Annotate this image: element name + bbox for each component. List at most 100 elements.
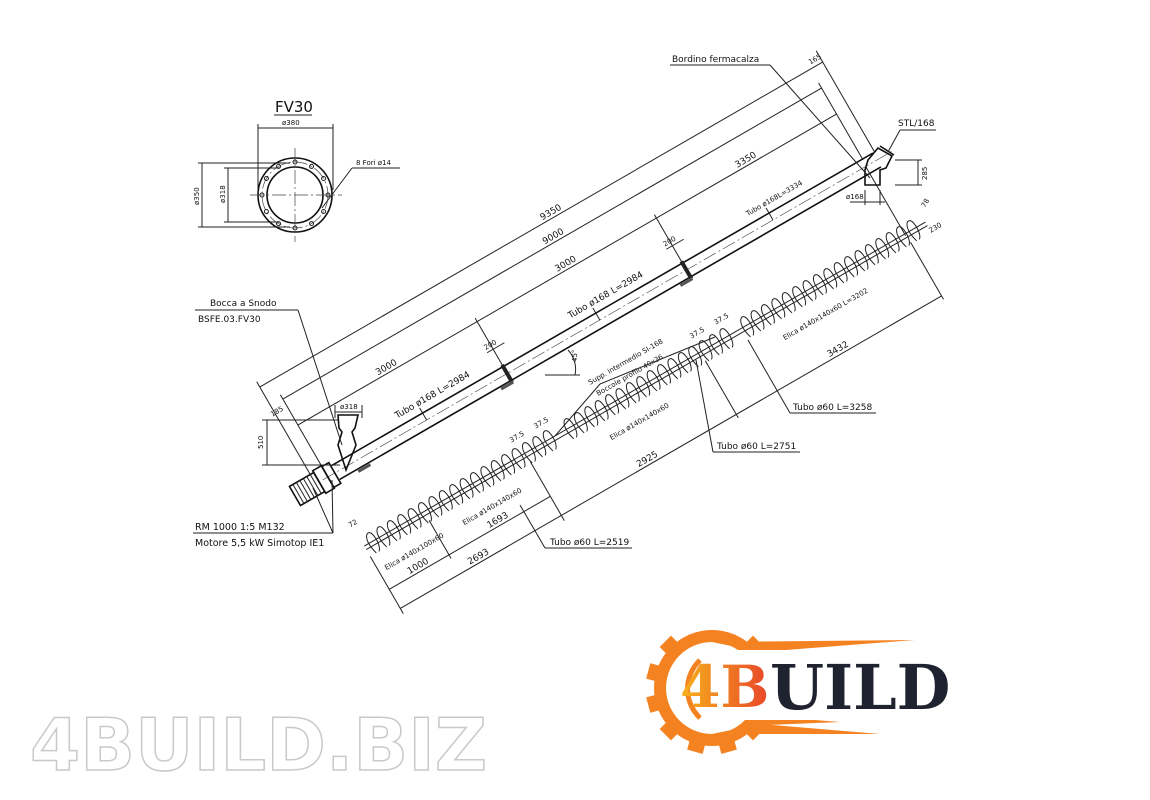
dim-joint-2: 200 (662, 235, 678, 249)
shaft-label-2: Tubo ø60 L=2751 (716, 442, 796, 452)
dim-overall-length: 9350 (539, 203, 564, 223)
dim-1000: 1000 (406, 557, 431, 577)
screw-flight (366, 532, 380, 554)
screw-flight (605, 394, 619, 416)
screw-flight (740, 316, 755, 338)
screw-flight (532, 436, 547, 458)
dim-screw-end-offset: 230 (928, 221, 944, 235)
screw-flight (750, 310, 765, 332)
dim-3432: 3432 (826, 340, 851, 360)
screw-flight (386, 520, 401, 542)
inlet-code: BSFE.03.FV30 (198, 315, 261, 325)
holes-label: 8 Fori ø14 (356, 159, 392, 167)
screw-flight (802, 280, 817, 302)
tube-flange (500, 363, 514, 384)
screw-flight (844, 256, 858, 278)
inlet: ø318 510 Bocca a Snodo BSFE.03.FV30 (195, 299, 363, 473)
support-bracket (679, 277, 694, 287)
screw-flight (511, 448, 526, 470)
dim-segment-2: 3000 (554, 254, 579, 274)
screw-flight (771, 298, 786, 320)
screw-flight (885, 232, 900, 254)
screw-flight (542, 430, 557, 452)
dim-1693: 1693 (486, 511, 511, 531)
flange-title: FV30 (275, 98, 313, 116)
dim-joint-1: 200 (483, 338, 499, 352)
screw-flight (677, 352, 692, 374)
screw-flight (781, 292, 796, 314)
dim-end-offset: 165 (807, 53, 823, 67)
screw-auger (364, 220, 928, 554)
screw-flight (490, 460, 505, 482)
motor-label: Motore 5,5 kW Simotop IE1 (195, 538, 324, 549)
screw-flight (615, 388, 630, 410)
tube-label-1: Tubo ø168 L=2984 (393, 370, 473, 422)
reducer-label: RM 1000 1:5 M132 (195, 522, 285, 533)
dim-bolt-diameter: ø350 (193, 187, 201, 205)
bolt-hole (276, 221, 281, 227)
dim-segment-3: 3350 (734, 150, 759, 170)
bolt-hole (263, 176, 269, 181)
gap-dim-a2: 37.5 (533, 416, 551, 431)
screw-flight (719, 328, 734, 350)
logo-text: UILD (770, 651, 950, 724)
outlet-diameter: ø168 (846, 193, 864, 201)
logo-prefix: 4B (680, 653, 769, 721)
bolt-hole (309, 221, 314, 227)
tube-label-2: Tubo ø168 L=2984 (566, 270, 646, 322)
screw-flight (864, 244, 879, 266)
screw-flight (397, 514, 412, 536)
screw-flight (407, 508, 422, 530)
screw-flight (833, 262, 848, 284)
inlet-name: Bocca a Snodo (210, 299, 277, 309)
outlet-offset: 78 (920, 197, 931, 209)
bolt-hole (321, 176, 327, 181)
screw-flight (521, 442, 536, 464)
screw-flight (854, 250, 869, 272)
stl-label: STL/168 (898, 119, 935, 129)
shaft-label-3: Tubo ø60 L=3258 (792, 403, 872, 413)
screw-flight (636, 376, 651, 398)
screw-flight (657, 364, 671, 386)
flange-view: FV30 ø380 ø350 ø318 8 Fori ø14 (193, 98, 400, 242)
screw-flight (449, 484, 464, 506)
screw-flight (480, 466, 495, 488)
screw-flight (438, 490, 453, 512)
brand-logo: 4B UILD (646, 630, 960, 754)
dim-outer-diameter: ø380 (282, 119, 300, 127)
screw-flight (459, 478, 474, 500)
dim-segment-1: 3000 (374, 358, 399, 378)
gap-dim-a1: 37.5 (508, 430, 526, 445)
screw-flight (709, 334, 723, 356)
screw-flight (376, 526, 391, 548)
shaft-label-1: Tubo ø60 L=2519 (549, 538, 629, 548)
flight-label-4: Elica ø140x140x60 L=3202 (782, 287, 870, 342)
screw-flight (584, 406, 599, 428)
screw-flight (563, 418, 578, 440)
gap-dim-b2: 37.5 (713, 312, 731, 327)
screw-flight (573, 412, 588, 434)
bolt-hole (309, 163, 314, 169)
dim-2693: 2693 (466, 547, 491, 567)
tube-flange (679, 260, 694, 280)
screw-flight (667, 358, 682, 380)
dim-2925: 2925 (635, 450, 660, 470)
bolt-hole (321, 209, 327, 214)
screw-flight (906, 220, 921, 242)
bolt-hole (263, 209, 269, 214)
watermark: 4BUILD.BIZ (30, 703, 487, 787)
screw-flight (761, 304, 775, 326)
screw-flight (688, 346, 703, 368)
bolt-hole (276, 163, 281, 169)
screw-flight (823, 268, 838, 290)
screw-flight (875, 238, 890, 260)
outlet-height: 285 (921, 167, 929, 180)
bordino-label: Bordino fermacalza (672, 55, 759, 65)
screw-flight (792, 286, 807, 308)
screw-flight (470, 472, 484, 494)
screw-flight (646, 370, 661, 392)
motor (288, 461, 342, 507)
screw-flight (501, 454, 516, 476)
dim-screw-start-offset: 72 (347, 518, 359, 529)
screw-flight (812, 274, 827, 296)
